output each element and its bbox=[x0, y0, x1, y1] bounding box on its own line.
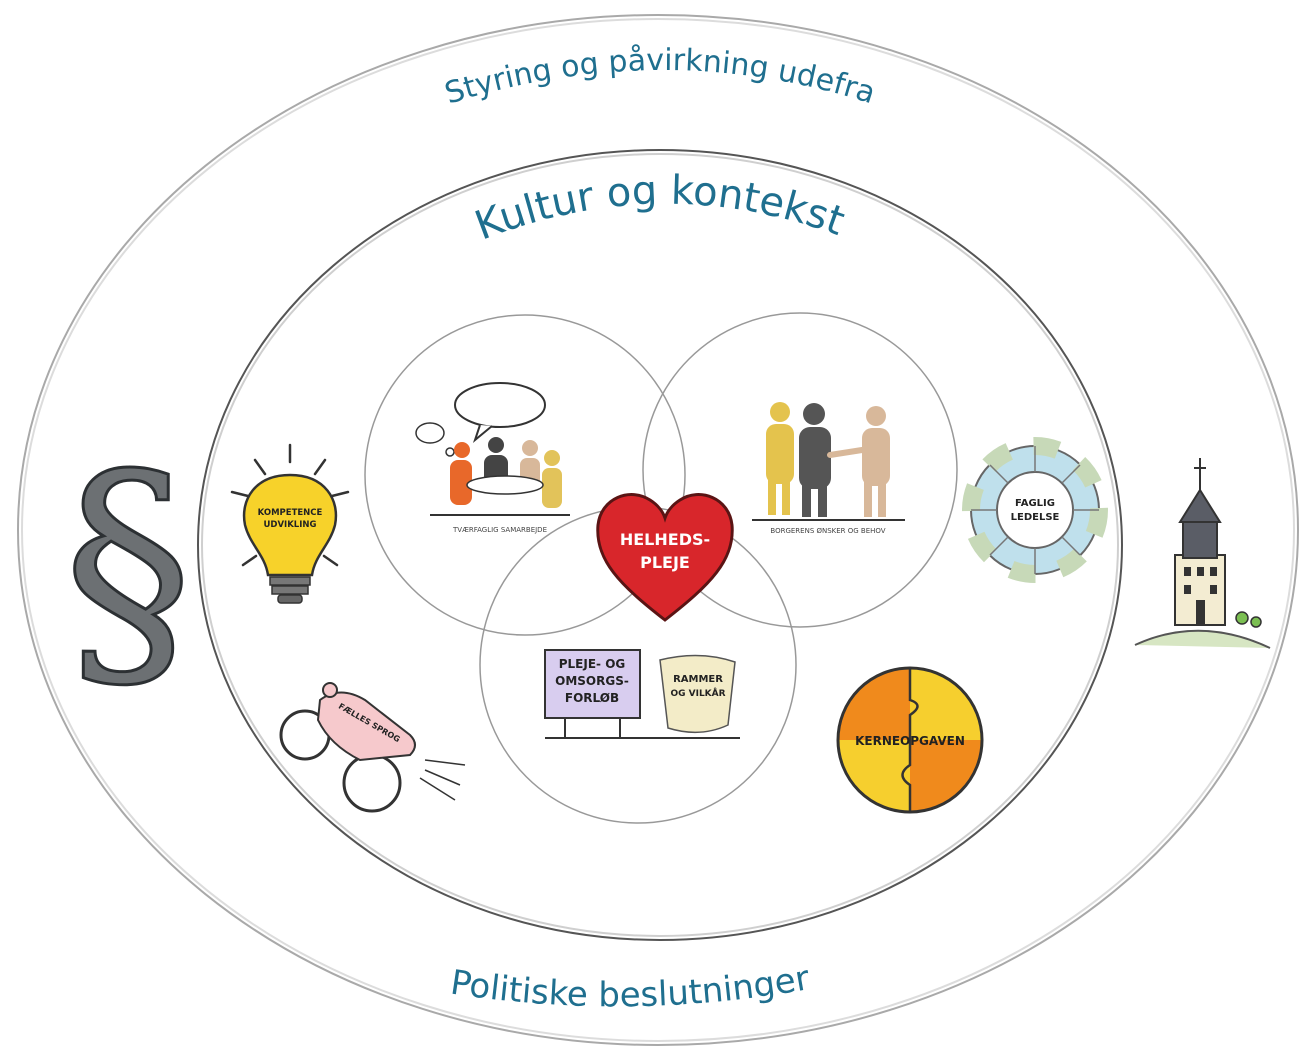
outer-ellipse bbox=[17, 14, 1299, 1046]
sign-line-2: OMSORGS- bbox=[555, 674, 629, 688]
sign-line-1: PLEJE- OG bbox=[559, 657, 626, 671]
outer-top-label: Styring og påvirkning udefra bbox=[441, 43, 880, 112]
lightbulb-line-2: UDVIKLING bbox=[264, 520, 317, 530]
heart-label-line-2: PLEJE bbox=[640, 553, 690, 572]
sign-line-3: FORLØB bbox=[565, 691, 619, 705]
thought-bubble-icon bbox=[415, 422, 455, 457]
faglig-line-1: FAGLIG bbox=[1015, 498, 1055, 509]
meeting-illustration: TVÆRFAGLIG SAMARBEJDE bbox=[415, 382, 570, 534]
pleje-sign bbox=[544, 649, 641, 719]
lightbulb-line-1: KOMPETENCE bbox=[258, 508, 323, 518]
faglig-line-2: LEDELSE bbox=[1011, 512, 1060, 523]
heart-label-line-1: HELHEDS- bbox=[620, 530, 710, 549]
puzzle-label: KERNEOPGAVEN bbox=[855, 734, 965, 748]
speech-bubble-icon bbox=[454, 382, 546, 428]
venn-circle-right bbox=[642, 312, 958, 628]
puzzle-icon: KERNEOPGAVEN bbox=[836, 666, 984, 814]
section-symbol-icon: § bbox=[63, 420, 193, 722]
heart-icon: HELHEDS- PLEJE bbox=[596, 493, 734, 622]
venn-circle-left bbox=[364, 314, 686, 636]
inner-top-label: Kultur og kontekst bbox=[469, 168, 850, 250]
inner-ellipse bbox=[197, 149, 1123, 941]
outer-bottom-label: Politiske beslutninger bbox=[448, 958, 813, 1015]
church-icon bbox=[1134, 458, 1271, 649]
scroll-line-2: OG VILKÅR bbox=[670, 688, 725, 699]
people-illustration: BORGERENS ØNSKER OG BEHOV bbox=[752, 402, 905, 535]
scroll-line-1: RAMMER bbox=[673, 674, 723, 685]
right-venn-caption: BORGERENS ØNSKER OG BEHOV bbox=[770, 527, 885, 535]
bike-icon: FÆLLES SPROG bbox=[279, 682, 466, 813]
left-venn-caption: TVÆRFAGLIG SAMARBEJDE bbox=[452, 526, 547, 534]
lightbulb-icon: KOMPETENCE UDVIKLING bbox=[230, 443, 350, 604]
faglig-ledelse-ring-icon: FAGLIG LEDELSE bbox=[962, 437, 1108, 583]
sign-and-scroll-illustration: PLEJE- OG OMSORGS- FORLØB RAMMER OG VILK… bbox=[544, 649, 740, 739]
scroll-icon bbox=[659, 654, 736, 734]
